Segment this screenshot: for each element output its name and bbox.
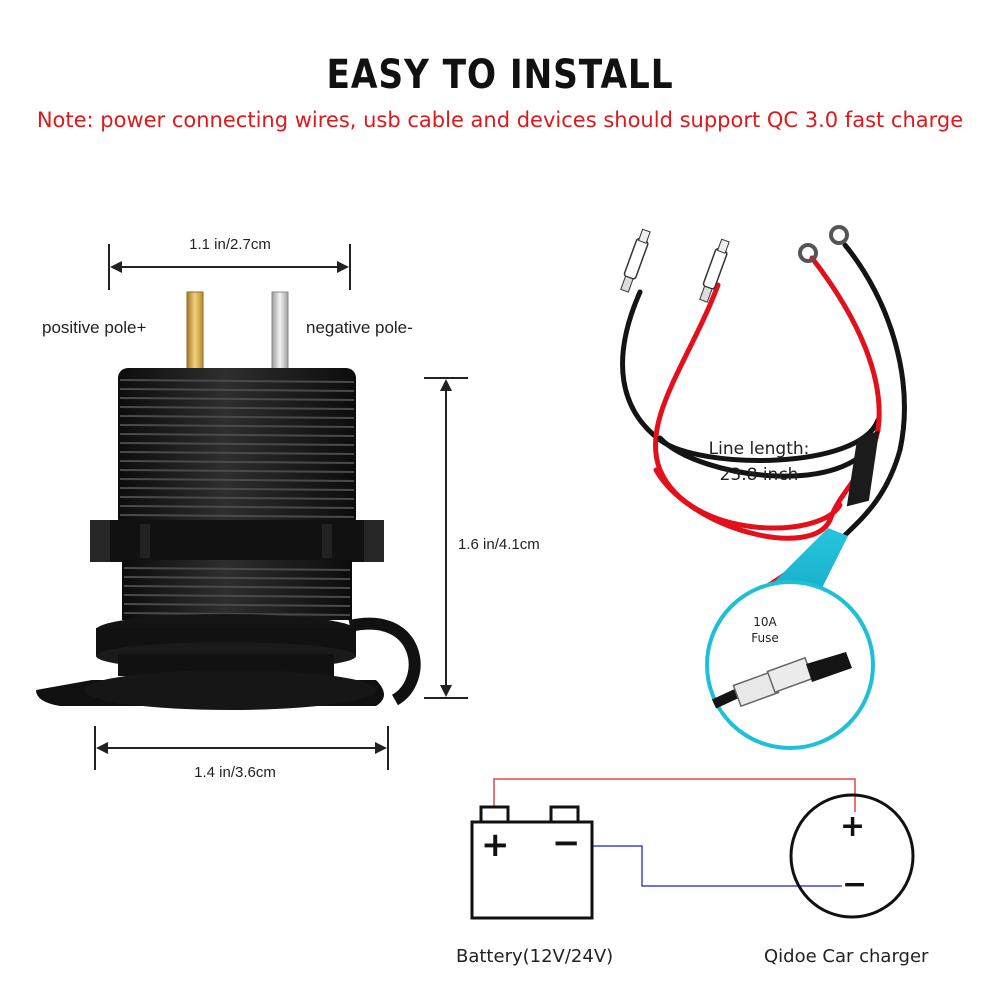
thread-ridge [119, 496, 355, 500]
dimension-top [108, 244, 351, 290]
charger-plus-sign: + [840, 809, 866, 844]
thread-ridge [123, 603, 351, 607]
thread-ridge [119, 379, 355, 383]
fuse-closeup [711, 652, 852, 709]
socket-cap-strap [348, 617, 421, 706]
thread-ridge [119, 469, 355, 473]
line-length-callout: Line length: 23.8 inch [694, 436, 824, 488]
positive-line [493, 778, 856, 812]
install-note: Note: power connecting wires, usb cable … [36, 108, 964, 132]
dimension-bottom [94, 726, 389, 770]
wire-harness [620, 242, 907, 603]
dimension-height [424, 377, 468, 699]
car-charger-circle [789, 793, 915, 919]
thread-ridge [119, 505, 355, 509]
red-wire [653, 282, 843, 531]
inline-fuse-holder [846, 430, 880, 507]
thread-ridge [119, 388, 355, 392]
negative-terminal [271, 291, 289, 373]
thread-ridge [123, 594, 351, 598]
charger-label: Qidoe Car charger [764, 946, 929, 967]
spade-connectors [620, 228, 730, 303]
fuse-rating: 10A [753, 615, 777, 629]
fuse-rating-text: 10A Fuse [740, 614, 790, 646]
thread-ridge [123, 576, 351, 580]
dimension-top-label: 1.1 in/2.7cm [189, 236, 271, 253]
battery-plus-sign: + [481, 825, 510, 865]
line-length-value: 23.8 inch [719, 465, 799, 485]
socket-thread-upper [118, 368, 356, 528]
battery-minus-sign: − [552, 823, 581, 863]
positive-terminal [186, 291, 204, 373]
positive-pole-label: positive pole+ [42, 318, 147, 337]
fuse-label: Fuse [751, 631, 779, 645]
thread-ridge [119, 424, 355, 428]
line-length-label: Line length: [708, 439, 810, 459]
battery-label: Battery(12V/24V) [456, 946, 614, 967]
thread-ridge [119, 433, 355, 437]
thread-ridge [119, 406, 355, 410]
negative-line [573, 845, 842, 887]
thread-ridge [119, 415, 355, 419]
thread-ridge [123, 612, 351, 616]
thread-ridge [119, 478, 355, 482]
thread-ridge [119, 514, 355, 518]
thread-ridge [119, 442, 355, 446]
thread-ridge [123, 567, 351, 571]
thread-ridge [119, 487, 355, 491]
thread-ridge [119, 460, 355, 464]
battery [470, 805, 594, 920]
dimension-bottom-label: 1.4 in/3.6cm [194, 764, 276, 781]
thread-ridge [119, 397, 355, 401]
charger-minus-sign: − [842, 867, 868, 902]
socket-nut [90, 520, 384, 562]
usb-socket [36, 291, 421, 710]
page-title: EASY TO INSTALL [326, 52, 674, 98]
thread-ridge [119, 451, 355, 455]
thread-ridge [123, 585, 351, 589]
ring-terminals [798, 225, 849, 263]
negative-pole-label: negative pole- [306, 318, 413, 337]
dimension-height-label: 1.6 in/4.1cm [458, 536, 540, 553]
